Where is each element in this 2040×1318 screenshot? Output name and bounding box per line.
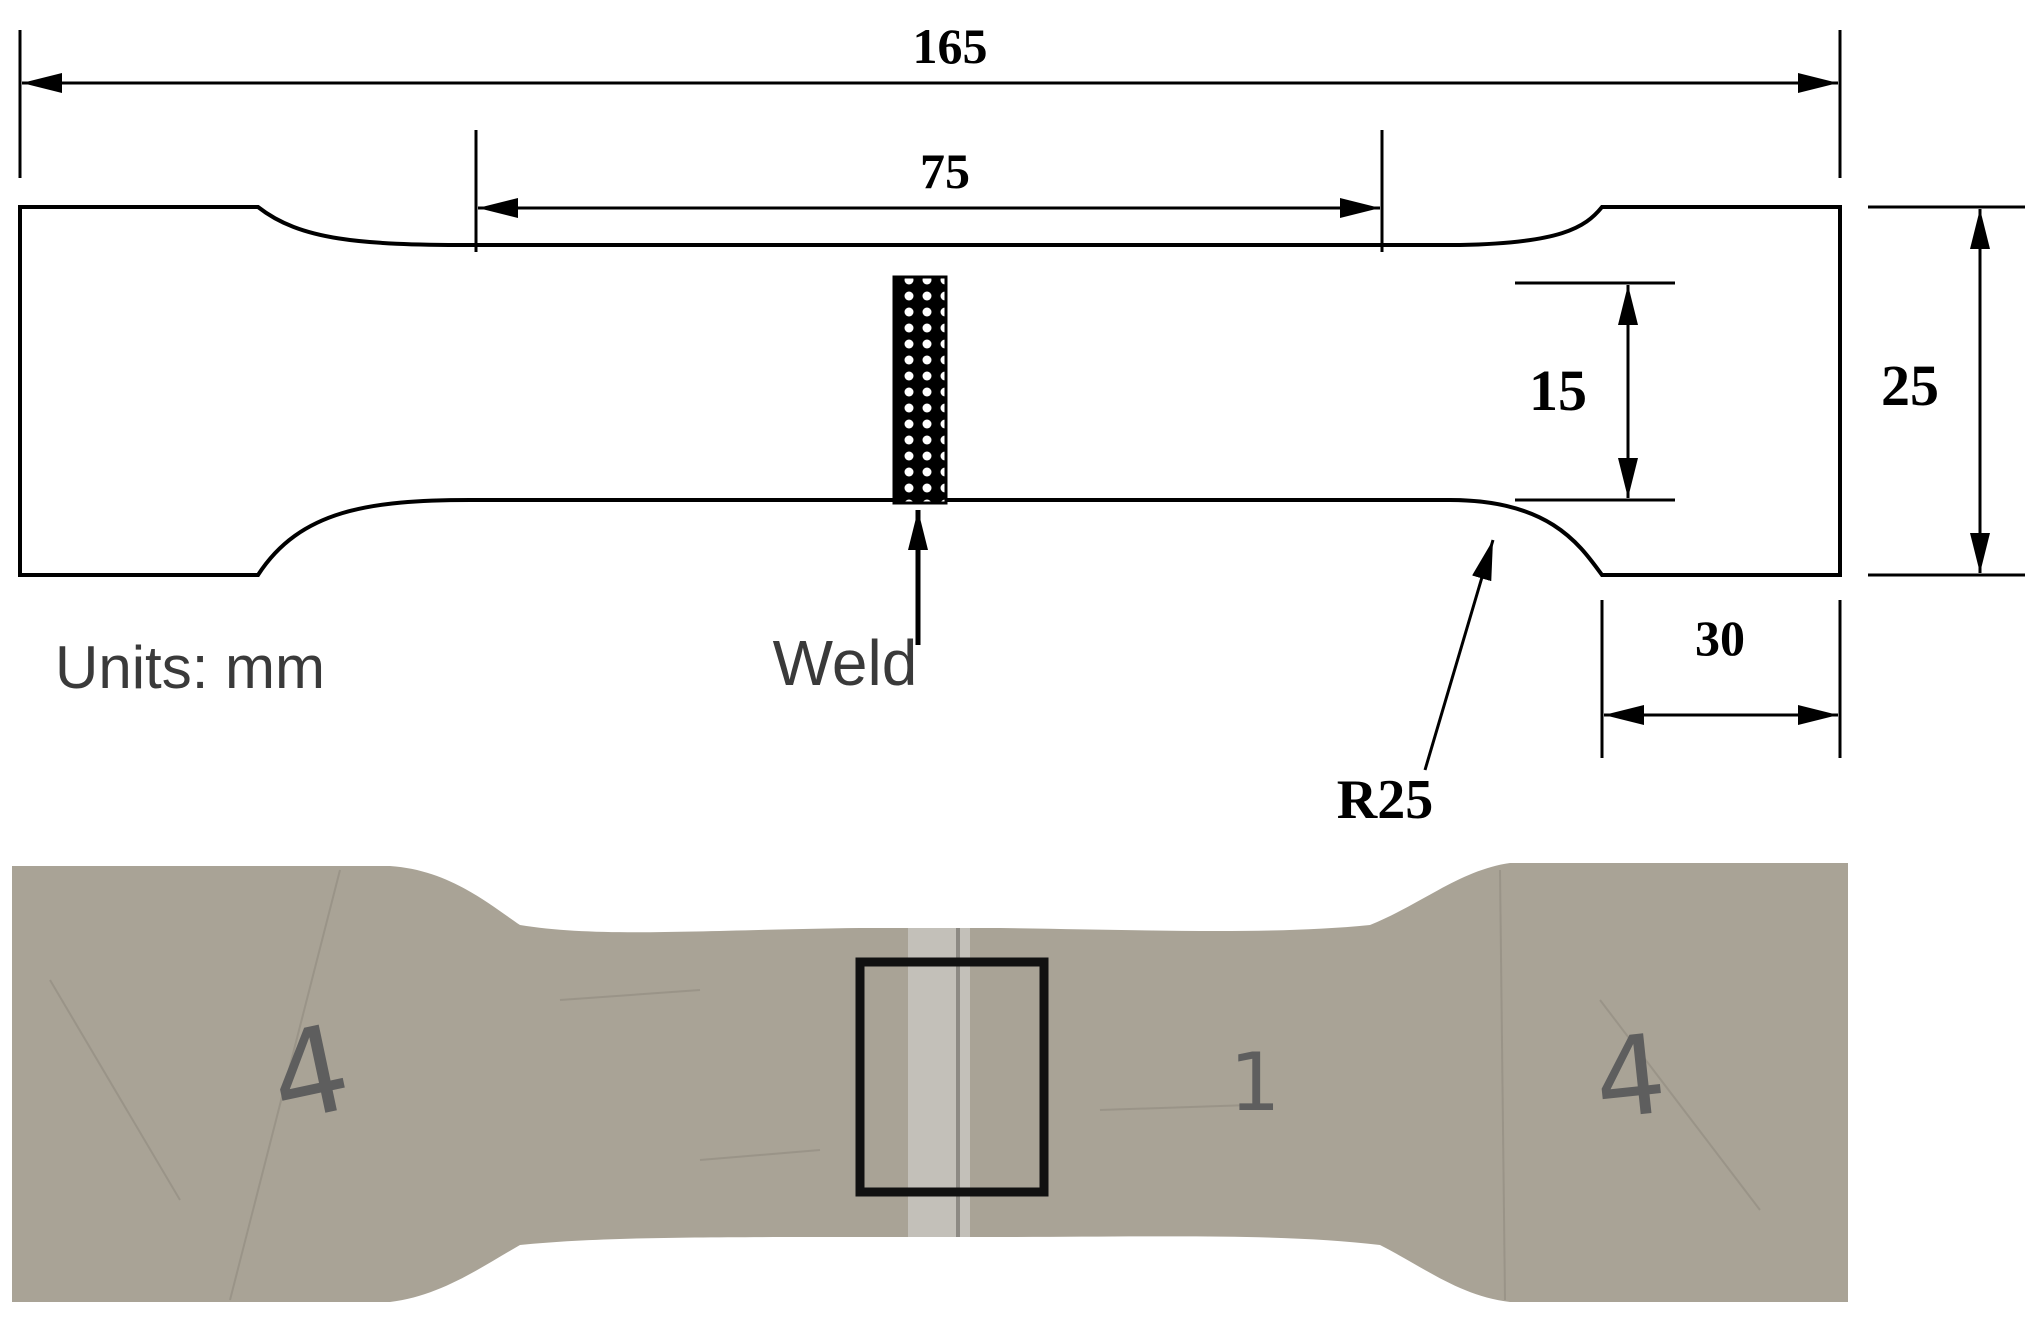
dim-overall-length-label: 165 [913,18,988,74]
units-label: Units: mm [55,634,325,701]
weld-callout: Weld [773,510,928,699]
dim-grip-length-label: 30 [1695,610,1745,666]
dim-gauge-width: 15 [1515,281,1675,502]
dim-grip-width-label: 25 [1881,353,1939,418]
dim-gauge-width-label: 15 [1529,358,1587,423]
dim-grip-width: 25 [1868,205,2025,577]
dim-overall-length: 165 [18,18,1842,178]
photo-scratches [49,869,1761,1301]
photo-mark-center: 1 [1230,1036,1281,1129]
dim-radius: R25 [1337,539,1495,831]
technical-drawing: 165 75 15 25 30 [18,18,2025,831]
dim-radius-label: R25 [1337,769,1433,831]
weld-label: Weld [773,627,918,699]
specimen-photo: 4 4 1 [12,863,1848,1302]
photo-highlight-box [855,957,1049,1197]
photo-mark-right: 4 [1589,1010,1672,1145]
dim-grip-length: 30 [1600,600,1842,758]
weld-bead [892,275,948,505]
dim-gauge-length-label: 75 [920,143,970,199]
dim-gauge-length: 75 [474,130,1384,252]
specimen-outline [18,205,1842,577]
